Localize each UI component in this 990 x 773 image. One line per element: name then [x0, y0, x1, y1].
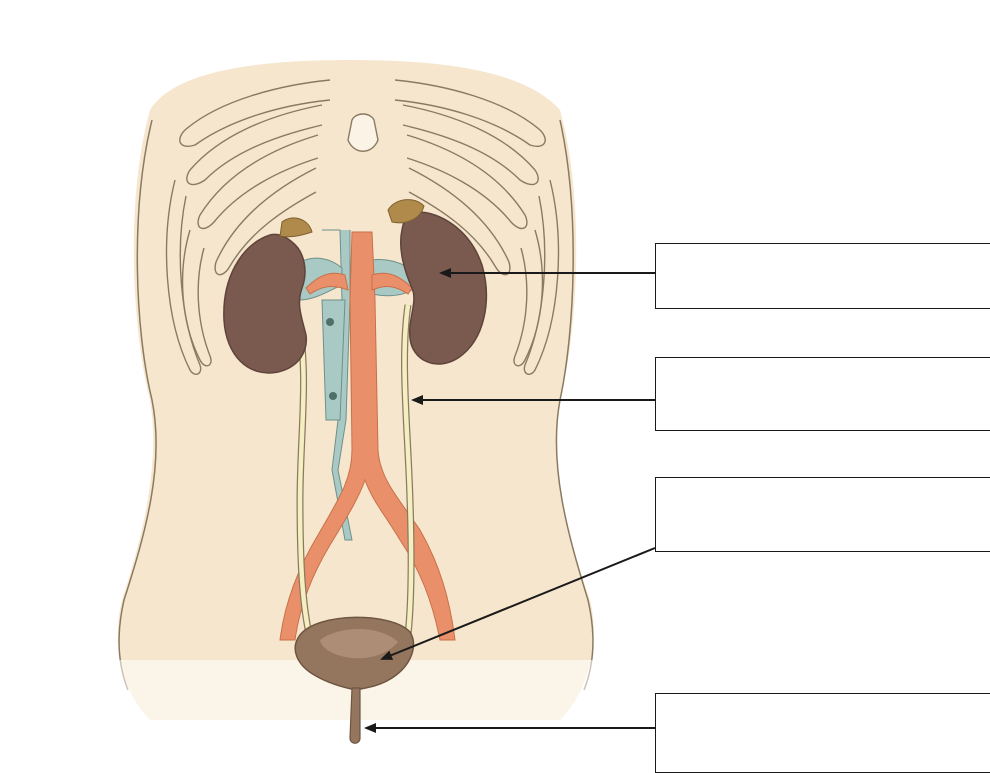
- urethra: [350, 688, 360, 743]
- label-box-urinary-bladder[interactable]: [655, 477, 990, 552]
- label-box-ureter[interactable]: [655, 357, 990, 431]
- label-box-kidney[interactable]: [655, 243, 990, 309]
- label-box-urethra[interactable]: [655, 693, 990, 773]
